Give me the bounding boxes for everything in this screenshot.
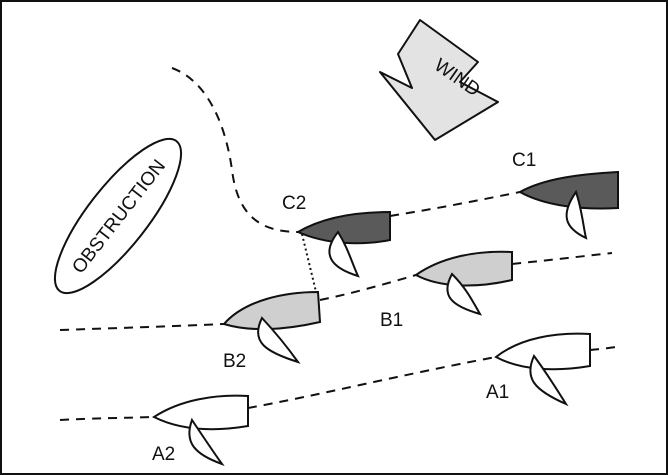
track-b-right (511, 252, 613, 265)
boat-b1: B1 (380, 250, 513, 331)
boat-a1: A1 (486, 332, 591, 407)
boat-a2: A2 (151, 394, 249, 467)
track-c-lower (389, 191, 521, 217)
obstruction-shape (53, 137, 183, 295)
track-a-mid (247, 356, 497, 409)
boat-b2-hull (222, 290, 322, 331)
boat-c1-hull (517, 170, 619, 210)
boat-b2-sail (257, 316, 301, 364)
boat-c2: C2 (282, 193, 391, 278)
track-a-left (59, 416, 155, 421)
boat-c1-label: C1 (512, 150, 536, 171)
boat-c1: C1 (512, 150, 619, 240)
boat-a2-label: A2 (152, 444, 175, 465)
wind-arrow: WIND (379, 19, 499, 141)
obstruction: OBSTRUCTION (53, 137, 183, 295)
boat-b1-label: B1 (380, 310, 403, 331)
boat-c2-hull (295, 210, 391, 245)
boat-a2-hull (151, 394, 249, 431)
boat-a2-sail (188, 417, 225, 467)
boat-c2-label: C2 (282, 193, 306, 214)
overlap-line (301, 233, 319, 301)
track-a-right (589, 346, 617, 351)
boat-a1-sail (529, 354, 569, 407)
boat-b1-sail (446, 272, 483, 316)
boat-b2: B2 (222, 290, 322, 372)
boat-b2-label: B2 (223, 351, 246, 372)
boat-a1-label: A1 (486, 382, 509, 403)
boat-a1-hull (494, 332, 591, 371)
track-b-left (59, 323, 225, 331)
boat-b1-hull (414, 250, 513, 287)
boat-c2-sail (328, 230, 360, 278)
wind-arrow-shape (379, 19, 499, 141)
boat-c1-sail (565, 189, 588, 240)
track-b-mid (319, 274, 417, 301)
